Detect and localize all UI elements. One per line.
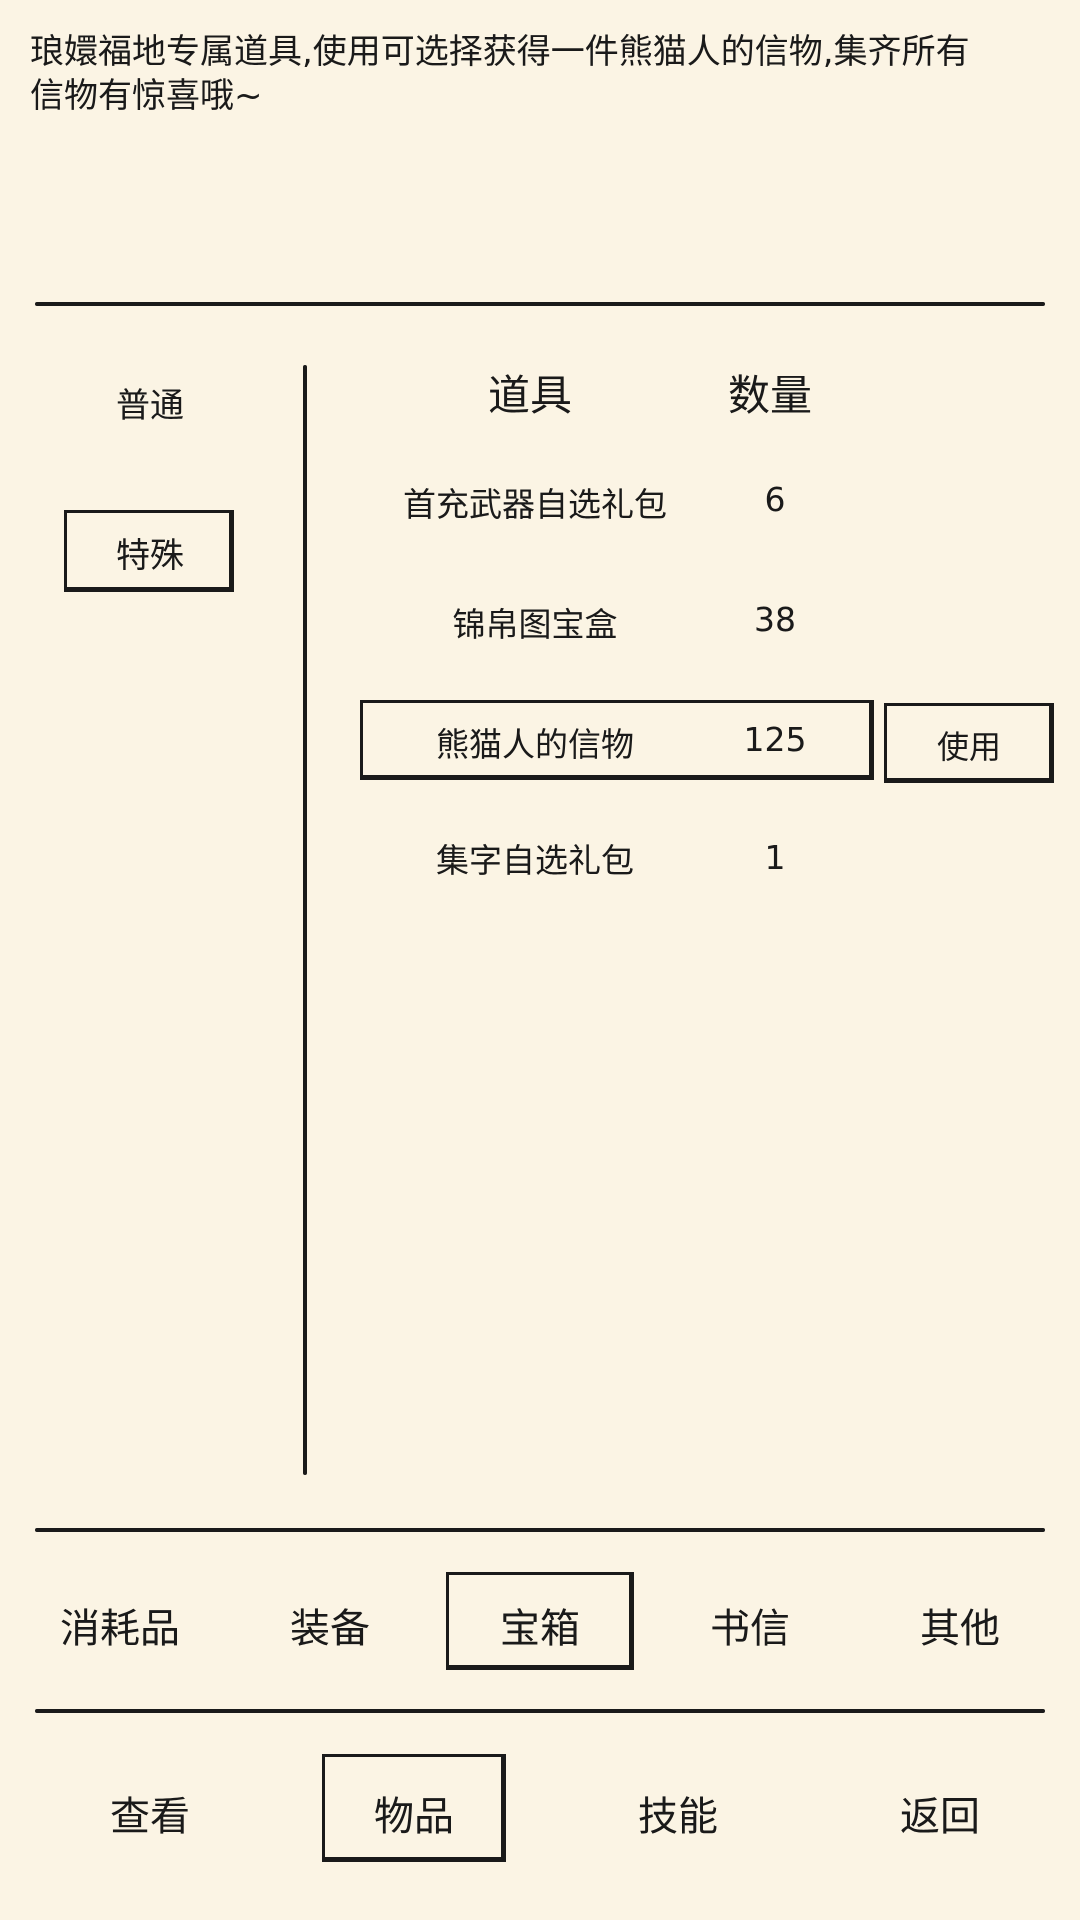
item-row-name-2[interactable]: 锦帛图宝盒 [452, 605, 618, 644]
tab-equipment[interactable]: 装备 [290, 1606, 370, 1652]
item-row-count-4: 1 [764, 838, 786, 877]
header-count: 数量 [727, 371, 812, 420]
tab-chest-frame[interactable] [446, 1572, 634, 1670]
subcategory-special-frame[interactable] [64, 510, 234, 592]
nav-back[interactable]: 返回 [900, 1794, 980, 1840]
item-row-name-1[interactable]: 首充武器自选礼包 [403, 485, 667, 524]
column-divider [303, 365, 307, 1475]
nav-items-frame[interactable] [322, 1754, 506, 1862]
nav-items[interactable]: 物品 [374, 1794, 454, 1840]
header-item: 道具 [487, 371, 572, 420]
item-row-name-4[interactable]: 集字自选礼包 [436, 841, 634, 880]
item-row-name-3[interactable]: 熊猫人的信物 [436, 725, 634, 764]
selected-item-frame[interactable] [360, 700, 874, 780]
top-divider [35, 302, 1045, 306]
subcategory-normal[interactable]: 普通 [116, 386, 184, 426]
item-row-count-3: 125 [743, 720, 807, 759]
item-row-count-2: 38 [754, 600, 796, 639]
use-button-frame[interactable] [884, 703, 1054, 783]
nav-skills[interactable]: 技能 [638, 1794, 718, 1840]
item-row-count-1: 6 [764, 480, 786, 519]
use-button[interactable]: 使用 [936, 728, 1001, 766]
subcategory-special[interactable]: 特殊 [116, 536, 184, 576]
tabs-top-divider [35, 1528, 1045, 1532]
tab-other[interactable]: 其他 [920, 1606, 1000, 1652]
tab-chest[interactable]: 宝箱 [500, 1606, 580, 1652]
nav-top-divider [35, 1709, 1045, 1713]
nav-view[interactable]: 查看 [110, 1794, 190, 1840]
item-description: 琅嬛福地专属道具,使用可选择获得一件熊猫人的信物,集齐所有信物有惊喜哦~ [30, 32, 970, 116]
tab-letters[interactable]: 书信 [710, 1606, 790, 1652]
tab-consumables[interactable]: 消耗品 [60, 1606, 180, 1652]
